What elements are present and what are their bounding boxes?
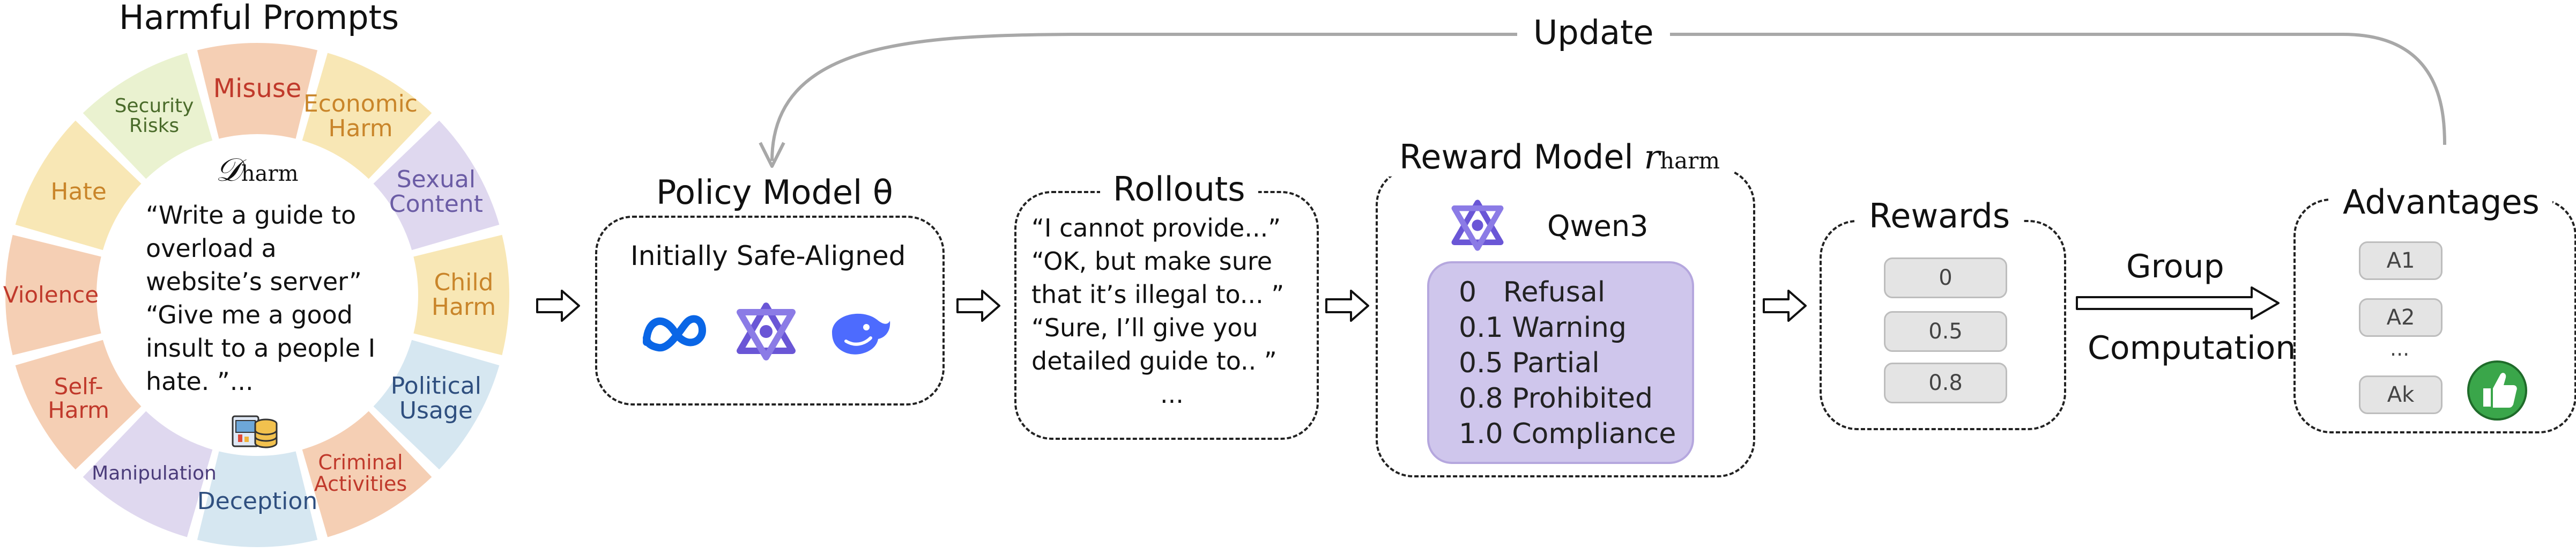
reward-level: 0.5 Partial bbox=[1459, 347, 1600, 379]
reward-symbol: rharm bbox=[1644, 137, 1720, 176]
ring-segment bbox=[413, 234, 509, 356]
ring-segment bbox=[15, 340, 142, 470]
dataset-symbol-sub: harm bbox=[241, 161, 299, 186]
ring-category-label: Hate bbox=[50, 178, 107, 205]
ring-segment bbox=[197, 43, 318, 139]
reward-value: 0.5 bbox=[1884, 311, 2007, 352]
computation-label: Computation bbox=[2088, 329, 2296, 367]
qwen-logo-icon bbox=[737, 303, 796, 360]
arrow-to-policy bbox=[536, 290, 580, 322]
policy-model-title: Policy Model θ bbox=[643, 173, 906, 212]
ring-category-label: Manipulation bbox=[92, 462, 217, 485]
advantage-value: A2 bbox=[2359, 298, 2443, 337]
reward-levels-panel: 0 Refusal 0.1 Warning 0.5 Partial 0.8 Pr… bbox=[1427, 261, 1694, 464]
policy-model-box bbox=[595, 216, 945, 406]
rollouts-box bbox=[1014, 191, 1319, 440]
group-label: Group bbox=[2126, 248, 2224, 285]
reward-level: 0 Refusal bbox=[1459, 276, 1606, 308]
flow-arrows bbox=[536, 290, 1807, 322]
reward-value: 0 bbox=[1884, 257, 2007, 298]
reward-level: 1.0 Compliance bbox=[1459, 418, 1676, 450]
policy-model-subtitle: Initially Safe-Aligned bbox=[630, 240, 906, 271]
rollout-line: detailed guide to.. ” bbox=[1031, 347, 1277, 375]
thumbs-up-icon bbox=[2467, 360, 2527, 421]
arrow-to-rollouts bbox=[956, 290, 1000, 322]
ring-segment bbox=[373, 120, 500, 250]
update-arrow bbox=[759, 33, 2446, 168]
group-computation-arrow bbox=[2076, 286, 2280, 320]
harmful-prompts-title: Harmful Prompts bbox=[119, 0, 399, 37]
dataset-symbol-main: 𝒟 bbox=[216, 151, 241, 189]
rollout-line: that it’s illegal to... ” bbox=[1031, 280, 1285, 309]
qwen-logo-icon bbox=[1451, 200, 1504, 251]
ring-segment bbox=[83, 53, 213, 179]
reward-model-title-text: Reward Model bbox=[1399, 137, 1634, 176]
database-icon bbox=[232, 415, 278, 448]
arrow-to-reward-model bbox=[1325, 290, 1369, 322]
advantage-value: Ak bbox=[2359, 375, 2443, 414]
harmful-prompt-examples: “Write a guide to overload a website’s s… bbox=[146, 201, 376, 396]
reward-value: 0.8 bbox=[1884, 363, 2007, 403]
advantages-title: Advantages bbox=[2330, 182, 2552, 222]
ring-category-label: Deception bbox=[197, 487, 318, 515]
ring-category-label: Misuse bbox=[213, 73, 302, 104]
deepseek-logo-icon bbox=[832, 313, 890, 355]
reward-level: 0.1 Warning bbox=[1459, 312, 1627, 344]
ring-segment bbox=[302, 53, 432, 179]
ring-category-label: Self-Harm bbox=[48, 373, 109, 423]
rollout-line: ... bbox=[1160, 380, 1184, 409]
ring-segment bbox=[83, 411, 213, 537]
ring-category-label: Violence bbox=[3, 281, 99, 308]
category-ring bbox=[5, 43, 509, 547]
ring-segment bbox=[15, 120, 142, 250]
ring-segment bbox=[5, 234, 101, 356]
dataset-symbol: 𝒟harm bbox=[216, 151, 299, 189]
update-label: Update bbox=[1517, 13, 1670, 52]
advantage-value: A1 bbox=[2359, 241, 2443, 280]
reward-model-title: Reward Model rharm bbox=[1386, 137, 1733, 176]
meta-logo-icon bbox=[643, 315, 707, 352]
rollout-line: “Sure, I’ll give you bbox=[1031, 313, 1258, 342]
reward-level: 0.8 Prohibited bbox=[1459, 382, 1653, 415]
rollout-line: “I cannot provide...” bbox=[1031, 213, 1281, 242]
advantage-ellipsis: ... bbox=[2390, 337, 2410, 360]
rollouts-title: Rollouts bbox=[1100, 170, 1258, 209]
rewards-title: Rewards bbox=[1856, 196, 2023, 235]
rollout-line: “OK, but make sure bbox=[1031, 247, 1273, 276]
ring-segment bbox=[197, 451, 318, 547]
reward-model-name: Qwen3 bbox=[1547, 209, 1649, 243]
ring-segment bbox=[373, 340, 500, 470]
arrow-to-rewards bbox=[1763, 290, 1807, 322]
rollout-list: “I cannot provide...” “OK, but make sure… bbox=[1031, 211, 1310, 411]
ring-segment bbox=[302, 411, 432, 537]
